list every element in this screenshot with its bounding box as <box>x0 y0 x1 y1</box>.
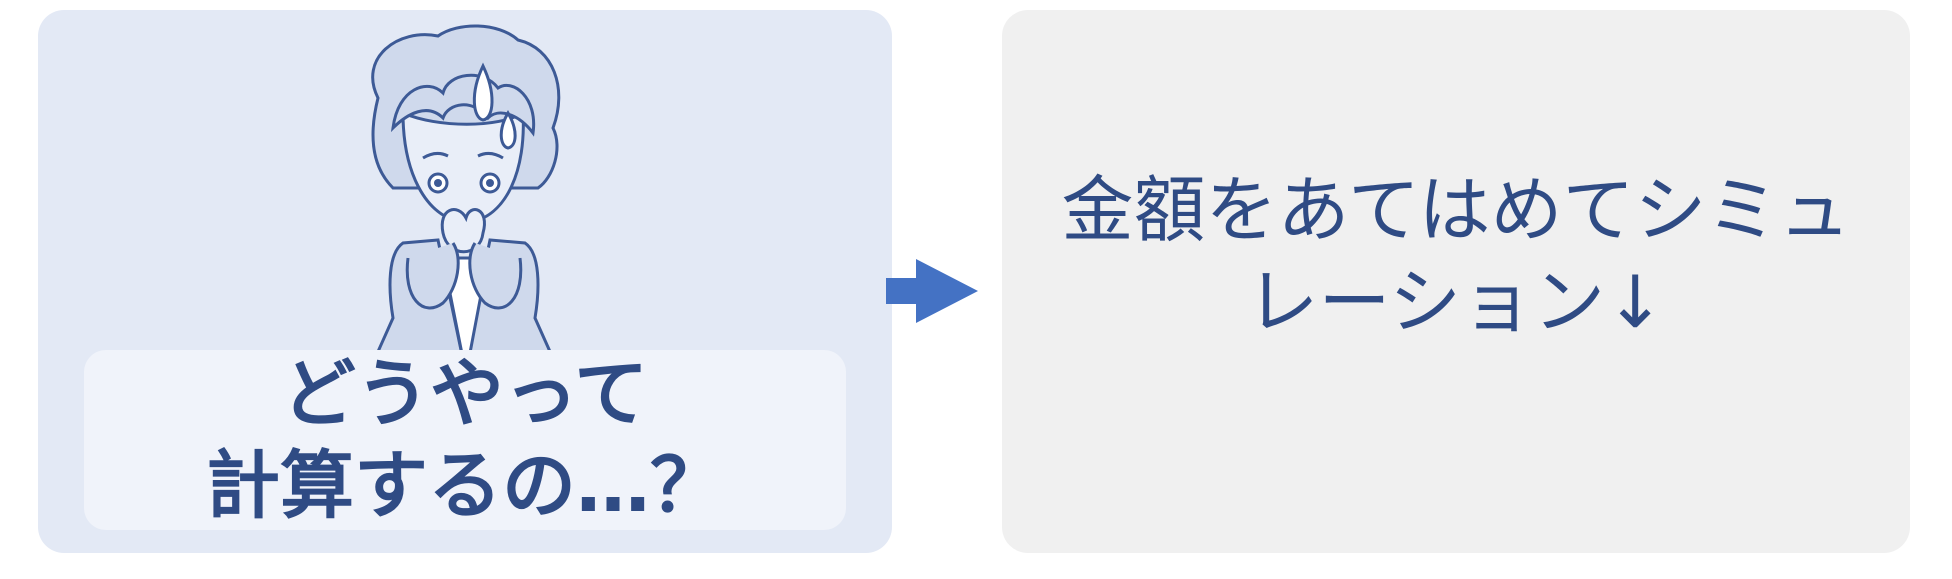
caption-box: どうやって 計算するの…？ <box>84 350 846 530</box>
caption-line-1: どうやって <box>281 351 649 437</box>
simulation-text-line-2: レーション↓ <box>1246 259 1666 344</box>
left-panel: どうやって 計算するの…？ <box>38 10 892 553</box>
right-panel: 金額をあてはめてシミュ レーション↓ <box>1002 10 1910 553</box>
caption-line-2: 計算するの…？ <box>206 443 724 529</box>
simulation-text-line-1: 金額をあてはめてシミュ <box>1061 167 1851 252</box>
simulation-text: 金額をあてはめてシミュ レーション↓ <box>1061 164 1850 348</box>
worried-person-icon <box>366 24 562 374</box>
right-arrow-icon <box>886 259 978 323</box>
